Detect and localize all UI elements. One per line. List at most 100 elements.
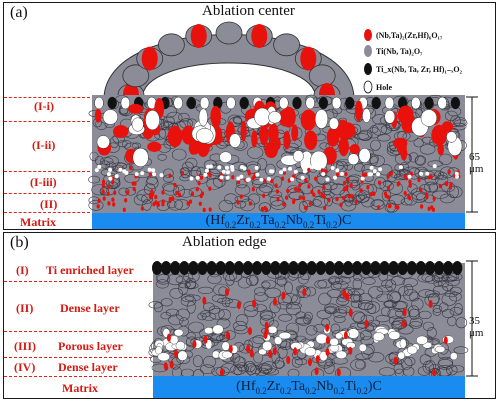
small-red-phase bbox=[106, 191, 110, 196]
grain-outline bbox=[272, 360, 286, 369]
grain-outline bbox=[414, 155, 427, 166]
grain-outline bbox=[367, 286, 383, 299]
dash-line-b1 bbox=[4, 281, 152, 282]
red-phase bbox=[281, 291, 286, 300]
small-red-phase bbox=[262, 193, 266, 198]
grain-outline bbox=[387, 290, 402, 303]
porous-hole bbox=[221, 350, 233, 359]
grain-outline bbox=[350, 358, 367, 371]
ti-enriched-particle bbox=[452, 261, 463, 275]
small-red-phase bbox=[407, 194, 411, 199]
top-particle bbox=[226, 96, 236, 110]
small-red-phase bbox=[297, 188, 301, 193]
small-red-phase bbox=[320, 168, 324, 173]
porous-hole bbox=[397, 351, 405, 360]
small-red-phase bbox=[251, 187, 255, 192]
dome-red-phase bbox=[300, 46, 317, 71]
small-red-phase bbox=[286, 188, 290, 194]
grain-outline bbox=[453, 346, 469, 354]
porous-hole bbox=[258, 348, 267, 356]
grain-outline bbox=[390, 276, 406, 286]
grain-outline bbox=[353, 294, 363, 302]
small-red-phase bbox=[239, 194, 243, 199]
grain-outline bbox=[332, 280, 349, 290]
grain-outline bbox=[189, 170, 202, 177]
small-hole bbox=[97, 164, 102, 169]
grain-outline bbox=[298, 201, 309, 213]
small-red-phase bbox=[101, 183, 105, 188]
red-phase bbox=[264, 141, 279, 159]
hole bbox=[219, 151, 232, 163]
grain-outline bbox=[392, 300, 409, 309]
ti-enriched-particle bbox=[279, 261, 290, 275]
small-red-phase bbox=[307, 184, 311, 189]
small-red-phase bbox=[294, 186, 298, 192]
porous-hole bbox=[169, 335, 179, 345]
red-phase bbox=[402, 308, 407, 317]
small-hole bbox=[376, 172, 381, 177]
grain-outline bbox=[394, 163, 404, 172]
small-hole bbox=[219, 175, 224, 180]
grain-outline bbox=[224, 330, 236, 340]
grain-outline bbox=[160, 298, 173, 307]
grain-outline bbox=[352, 278, 362, 291]
grain-outline bbox=[338, 306, 348, 314]
red-phase bbox=[300, 109, 317, 131]
grain-outline bbox=[277, 346, 288, 359]
grain-outline bbox=[173, 199, 190, 211]
top-particle bbox=[186, 96, 197, 110]
hole bbox=[358, 148, 371, 163]
small-hole bbox=[369, 172, 373, 177]
red-phase bbox=[431, 124, 448, 146]
grain-outline bbox=[232, 320, 248, 332]
porous-hole bbox=[157, 352, 170, 362]
hole bbox=[198, 108, 208, 127]
small-red-phase bbox=[366, 185, 370, 190]
grain-outline bbox=[224, 193, 238, 205]
grain-outline bbox=[330, 323, 341, 334]
ti-enriched-particle bbox=[379, 261, 390, 275]
top-particle bbox=[384, 96, 395, 110]
small-hole bbox=[94, 168, 99, 173]
grain-outline bbox=[153, 302, 163, 313]
grain-outline bbox=[171, 148, 187, 161]
red-phase bbox=[343, 331, 348, 340]
grain-outline bbox=[245, 363, 257, 376]
grain-outline bbox=[168, 314, 184, 326]
grain-outline bbox=[192, 355, 203, 368]
small-hole bbox=[114, 174, 119, 179]
small-red-phase bbox=[101, 189, 105, 194]
porous-hole bbox=[267, 325, 278, 334]
small-hole bbox=[108, 176, 113, 181]
small-red-phase bbox=[188, 199, 193, 204]
red-phase bbox=[174, 349, 179, 358]
hole bbox=[446, 131, 457, 143]
small-red-phase bbox=[302, 196, 306, 201]
red-phase bbox=[259, 125, 269, 146]
small-red-phase bbox=[252, 174, 257, 179]
small-hole bbox=[118, 167, 123, 172]
small-red-phase bbox=[344, 172, 348, 177]
small-red-phase bbox=[129, 165, 133, 171]
grain-outline bbox=[156, 273, 171, 285]
porous-hole bbox=[204, 327, 214, 335]
red-phase bbox=[167, 125, 183, 148]
grain-outline bbox=[449, 291, 462, 302]
grain-outline bbox=[438, 279, 450, 288]
small-red-phase bbox=[447, 169, 451, 174]
small-hole bbox=[425, 171, 430, 176]
grain-outline bbox=[236, 178, 248, 189]
grain-outline bbox=[285, 322, 300, 335]
small-hole bbox=[360, 176, 365, 181]
small-red-phase bbox=[346, 177, 350, 182]
small-red-phase bbox=[430, 205, 434, 210]
grain-outline bbox=[367, 351, 385, 363]
grain-outline bbox=[229, 116, 243, 127]
grain-outline bbox=[188, 321, 205, 333]
grain-outline bbox=[422, 321, 434, 331]
small-hole bbox=[279, 170, 284, 175]
grain-outline bbox=[213, 283, 230, 296]
small-hole bbox=[122, 169, 127, 174]
thickness-label-a: 65 μm bbox=[469, 151, 484, 175]
small-red-phase bbox=[208, 186, 212, 191]
